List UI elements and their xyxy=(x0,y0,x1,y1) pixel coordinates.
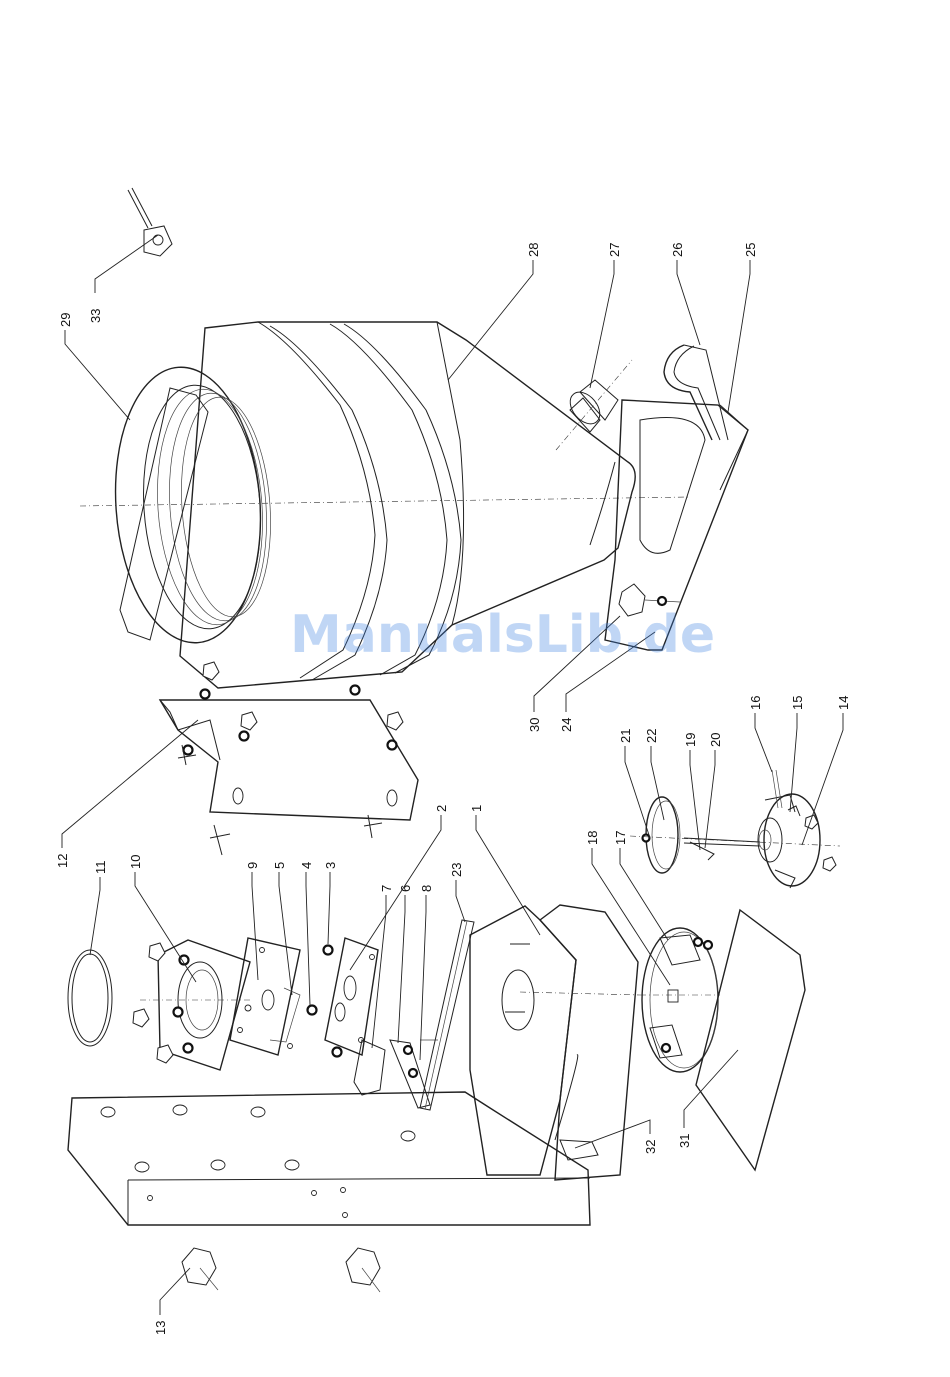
callout-26: 26 xyxy=(670,243,685,257)
callout-7: 7 xyxy=(379,885,394,892)
callout-29: 29 xyxy=(58,313,73,327)
callout-17: 17 xyxy=(613,831,628,845)
callout-21: 21 xyxy=(618,729,633,743)
callout-leaders xyxy=(62,235,843,1315)
callout-11: 11 xyxy=(93,861,108,875)
callout-30: 30 xyxy=(527,718,542,732)
callout-6: 6 xyxy=(398,885,413,892)
bolt-33 xyxy=(128,188,172,256)
callout-9: 9 xyxy=(245,862,260,869)
callout-13: 13 xyxy=(153,1321,168,1335)
bracket-12 xyxy=(160,662,418,855)
motor-14 xyxy=(758,770,836,888)
oring-11 xyxy=(68,950,112,1046)
callout-5: 5 xyxy=(272,862,287,869)
base-block-1 xyxy=(470,906,576,1175)
callout-33: 33 xyxy=(88,309,103,323)
knob-13-right xyxy=(346,1248,380,1292)
callout-31: 31 xyxy=(677,1134,692,1148)
callout-3: 3 xyxy=(323,862,338,869)
callout-20: 20 xyxy=(708,733,723,747)
rail-23 xyxy=(420,920,474,1110)
hopper-centerline xyxy=(80,497,690,506)
shaft-19-20 xyxy=(630,836,840,860)
callout-4: 4 xyxy=(299,862,314,869)
callout-1: 1 xyxy=(469,805,484,812)
flange-10 xyxy=(133,940,250,1070)
actuator-assembly xyxy=(354,1040,438,1108)
callout-2: 2 xyxy=(434,805,449,812)
callout-28: 28 xyxy=(526,243,541,257)
disk-17 xyxy=(640,928,720,1072)
callout-32: 32 xyxy=(643,1140,658,1154)
base-frame xyxy=(68,1092,590,1225)
callout-15: 15 xyxy=(790,696,805,710)
handle-bracket xyxy=(664,345,728,440)
callout-8: 8 xyxy=(419,885,434,892)
callout-18: 18 xyxy=(585,831,600,845)
callout-12: 12 xyxy=(55,854,70,868)
callout-22: 22 xyxy=(644,729,659,743)
callout-10: 10 xyxy=(128,855,143,869)
callout-24: 24 xyxy=(559,718,574,732)
watermark: ManualsLib.de xyxy=(290,605,715,665)
knob-13-left xyxy=(182,1248,218,1290)
callout-27: 27 xyxy=(607,243,622,257)
plate-9 xyxy=(230,938,317,1055)
callout-25: 25 xyxy=(743,243,758,257)
callout-16: 16 xyxy=(748,696,763,710)
callout-19: 19 xyxy=(683,733,698,747)
plate-2 xyxy=(324,938,379,1057)
callout-23: 23 xyxy=(449,863,464,877)
callout-14: 14 xyxy=(836,696,851,710)
